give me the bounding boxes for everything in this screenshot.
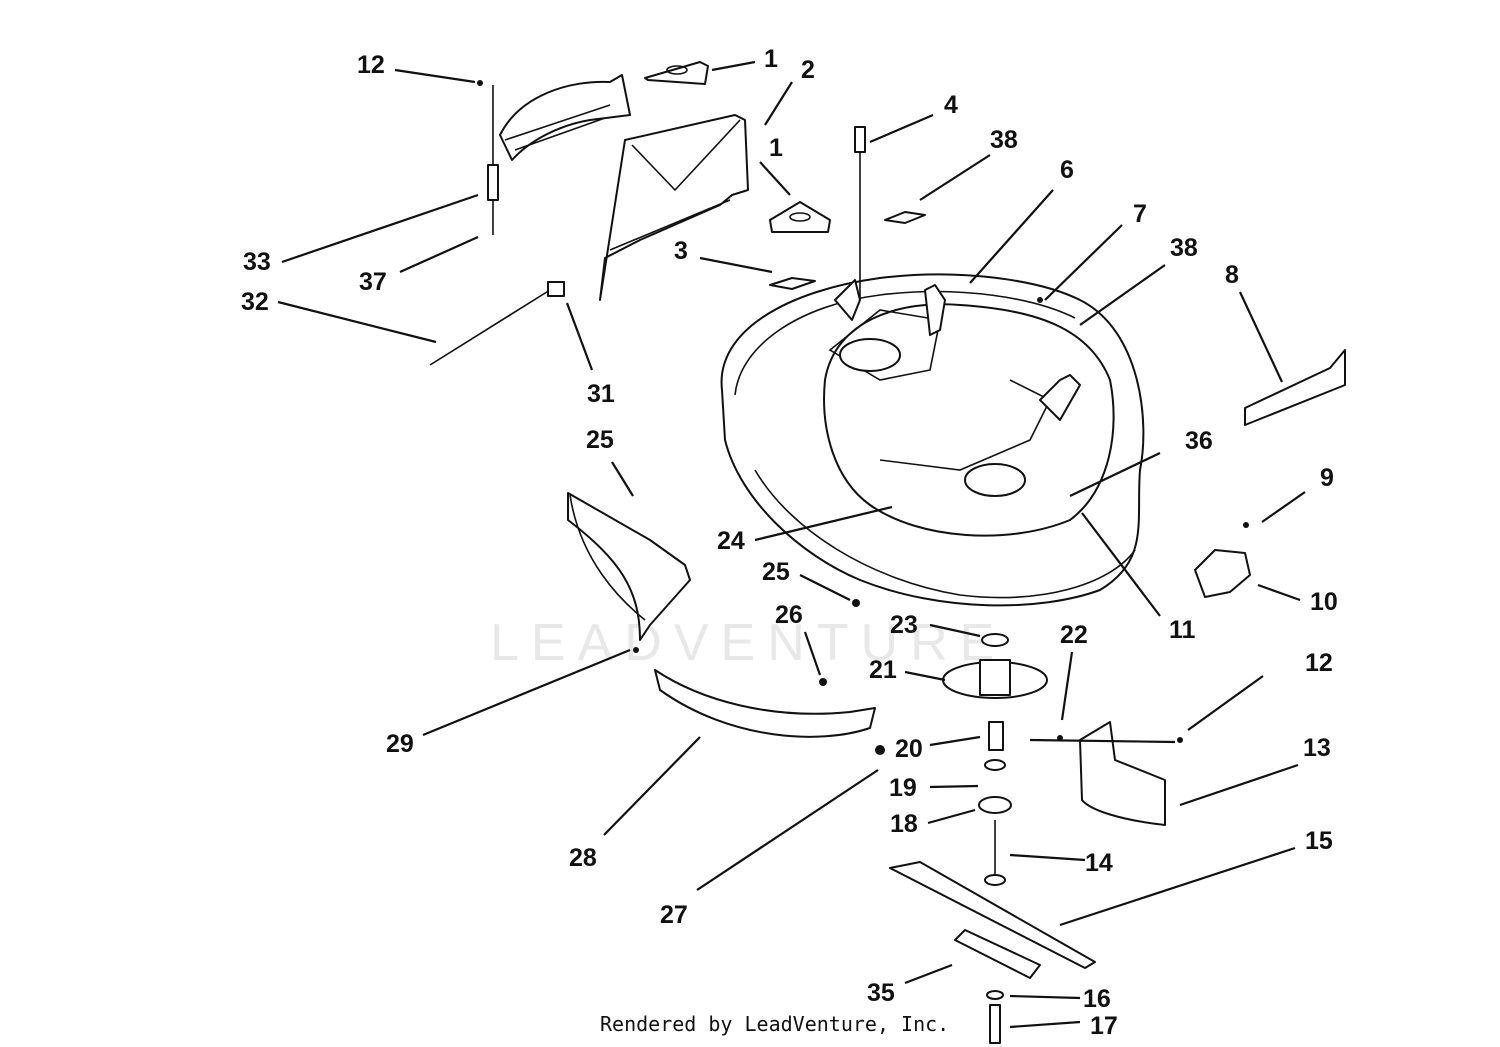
callout-3: 3 <box>674 237 688 265</box>
watermark: LEADVENTURE <box>490 614 1006 672</box>
callout-7: 7 <box>1133 200 1147 228</box>
pulley-cover-10 <box>1194 549 1251 598</box>
callout-31: 31 <box>587 380 615 408</box>
callout-32: 32 <box>241 288 269 316</box>
callout-38-right: 38 <box>1170 234 1198 262</box>
callout-23: 23 <box>890 611 918 639</box>
callout-10: 10 <box>1310 588 1338 616</box>
callout-1-top: 1 <box>764 45 778 73</box>
leader-lines <box>277 60 1306 1029</box>
callout-8: 8 <box>1225 261 1239 289</box>
callout-28: 28 <box>569 844 597 872</box>
callout-24: 24 <box>717 527 745 555</box>
callout-37: 37 <box>359 268 387 296</box>
callout-27: 27 <box>660 901 688 929</box>
callout-9: 9 <box>1320 464 1334 492</box>
callout-16: 16 <box>1083 985 1111 1013</box>
callout-18: 18 <box>890 810 918 838</box>
callout-labels: 12 1 2 1 4 38 6 7 38 8 3 33 37 32 31 36 … <box>241 45 1338 1040</box>
baffle-13 <box>1079 721 1166 826</box>
callout-6: 6 <box>1060 156 1074 184</box>
callout-25-top: 25 <box>586 426 614 454</box>
plate-upper <box>644 61 709 85</box>
bracket-8 <box>1244 349 1346 426</box>
callout-36: 36 <box>1185 427 1213 455</box>
chute-assembly <box>499 74 749 301</box>
callout-12-top: 12 <box>357 51 385 79</box>
callout-29: 29 <box>386 730 414 758</box>
callout-21: 21 <box>869 656 897 684</box>
callout-19: 19 <box>889 774 917 802</box>
callout-35: 35 <box>867 979 895 1007</box>
callout-2: 2 <box>801 56 815 84</box>
callout-17: 17 <box>1090 1012 1118 1040</box>
baffle-assembly <box>567 492 876 738</box>
spindle-stack <box>889 633 1096 1044</box>
footer-credit: Rendered by LeadVenture, Inc. <box>600 1012 950 1036</box>
callout-20: 20 <box>895 735 923 763</box>
callout-25-lower: 25 <box>762 558 790 586</box>
callout-33: 33 <box>243 248 271 276</box>
callout-22: 22 <box>1060 621 1088 649</box>
callout-13: 13 <box>1303 734 1331 762</box>
callout-12-right: 12 <box>1305 649 1333 677</box>
callout-38-top: 38 <box>990 126 1018 154</box>
callout-15: 15 <box>1305 827 1333 855</box>
plate-middle <box>769 201 831 233</box>
callout-11: 11 <box>1169 616 1196 644</box>
callout-4: 4 <box>944 91 958 119</box>
callout-14: 14 <box>1085 849 1113 877</box>
callout-26: 26 <box>775 601 803 629</box>
callout-1-middle: 1 <box>769 134 783 162</box>
